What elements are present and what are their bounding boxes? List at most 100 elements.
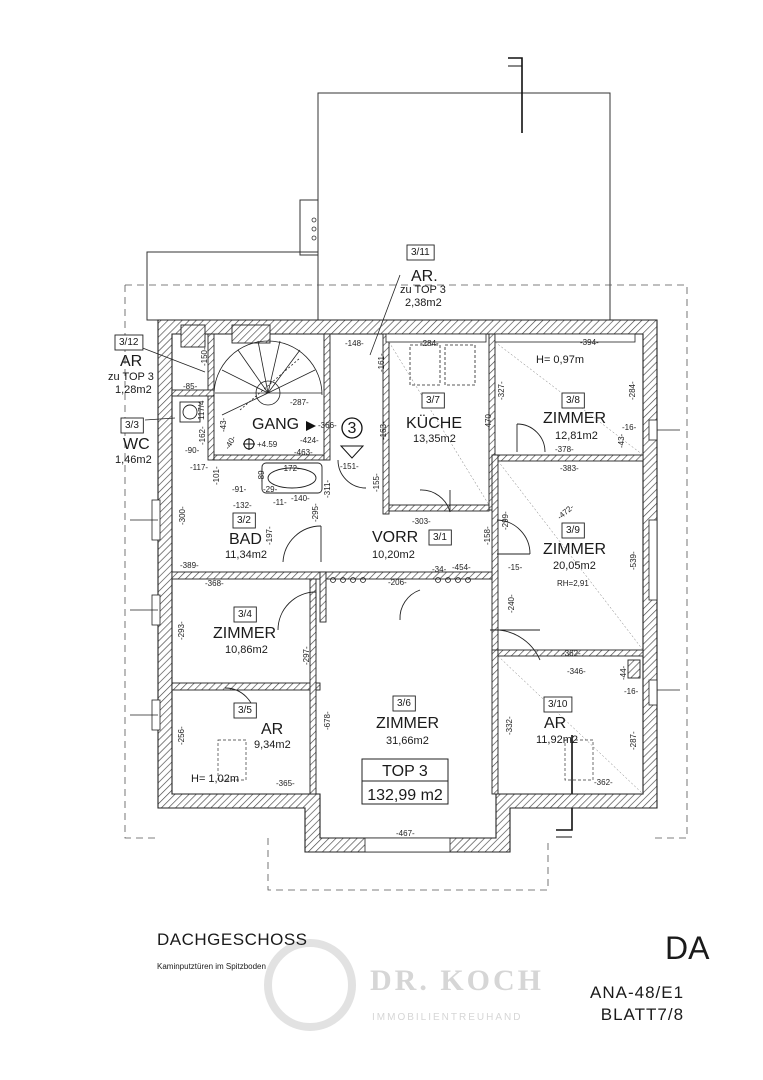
room-number-box — [561, 522, 585, 539]
dim-label: -161- — [377, 353, 386, 372]
room-number-box — [421, 392, 445, 409]
dim-label: -206- — [388, 578, 407, 587]
dim-label: -16- — [622, 423, 637, 432]
dim-label: -43- — [617, 433, 626, 448]
room-3-9-rh: RH=2,91 — [557, 579, 589, 588]
dim-label: -240- — [507, 594, 516, 613]
toilet — [179, 401, 201, 423]
dim-label: -148- — [345, 339, 364, 348]
dim-label: -44- — [619, 665, 628, 680]
sheet-number: BLATT7/8 — [600, 1005, 685, 1024]
dim-label: -287- — [290, 398, 309, 407]
room-3-3-number: 3/3 — [125, 420, 139, 431]
room-3-8-height: H= 0,97m — [536, 354, 584, 366]
dim-label: -389- — [180, 561, 199, 570]
room-3-7-name: KÜCHE — [406, 414, 462, 432]
room-number-box — [561, 392, 585, 409]
elevation-mark: +4.59 — [243, 438, 278, 450]
room-3-11-area: 2,38m2 — [405, 297, 442, 309]
dim-label: -362- — [562, 649, 581, 658]
room-3-4-area: 10,86m2 — [225, 644, 268, 656]
dim-label: -29- — [263, 485, 278, 494]
room-3-11-note: zu TOP 3 — [400, 284, 446, 296]
dim-label: -368- — [205, 579, 224, 588]
room-number-box — [543, 696, 573, 713]
room-3-5-area: 9,34m2 — [254, 739, 291, 751]
dim-label: -383- — [560, 464, 579, 473]
dim-label: -300- — [178, 506, 187, 525]
dim-label: -162- — [198, 426, 207, 445]
dim-label: -85- — [183, 382, 198, 391]
room-3-5-name: AR — [261, 721, 283, 738]
dim-label: -40- — [223, 434, 238, 451]
plan-number: ANA-48/E1 — [590, 983, 685, 1002]
dim-label: -140- — [291, 494, 310, 503]
dim-label: -293- — [177, 621, 186, 640]
room-3-9-name: ZIMMER — [543, 541, 606, 558]
floor-code: DA — [665, 930, 710, 966]
window-marks — [130, 429, 680, 716]
dim-label: -158- — [483, 526, 492, 545]
dim-label: -295- — [311, 503, 320, 522]
dim-label: -34- — [432, 565, 447, 574]
room-3-5-number: 3/5 — [238, 705, 252, 716]
chimneys — [180, 324, 641, 679]
svg-text:3: 3 — [348, 420, 357, 437]
room-3-5-height: H= 1,02m — [191, 773, 239, 785]
room-number-box — [120, 417, 144, 434]
room-3-12-area: 1,28m2 — [115, 384, 152, 396]
room-3-12-name: AR — [120, 353, 142, 370]
dim-label: -332- — [505, 716, 514, 735]
room-number-box — [232, 512, 256, 529]
room-3-6-number: 3/6 — [397, 698, 411, 709]
room-gang-name: GANG — [252, 416, 299, 433]
room-3-1-number: 3/1 — [433, 532, 447, 543]
storage-boxes — [217, 739, 594, 781]
dim-label: -197- — [265, 526, 274, 545]
dim-label: -467- — [396, 829, 415, 838]
svg-text:DR. KOCH: DR. KOCH — [370, 964, 544, 997]
room-3-6-area: 31,66m2 — [386, 735, 429, 747]
stair-marker: 3 — [306, 417, 365, 459]
dim-label: -678- — [323, 711, 332, 730]
room-3-8-number: 3/8 — [566, 395, 580, 406]
room-number-boxes — [114, 244, 585, 719]
dim-label: -101- — [212, 466, 221, 485]
room-3-10-name: AR — [544, 715, 566, 732]
room-3-6-name: ZIMMER — [376, 715, 439, 732]
dim-label: -117- — [190, 463, 208, 472]
svg-text:+4.59: +4.59 — [257, 440, 278, 449]
plan-code: ANA-48/E1 BLATT7/8 — [590, 982, 684, 1026]
dim-label: -394- — [580, 338, 599, 347]
room-3-11-name: AR. — [411, 268, 438, 285]
dim-label: -470- — [484, 411, 493, 430]
unit-area: 132,99 m2 — [367, 787, 443, 804]
roof-outline — [146, 92, 611, 321]
room-labels: 3/11 AR. zu TOP 3 2,38m2 3/12 AR zu TOP … — [108, 247, 606, 785]
dim-label: -303- — [412, 517, 431, 526]
dim-label: -365- — [276, 779, 295, 788]
dim-label: -16- — [624, 687, 639, 696]
watermark: DR. KOCH IMMOBILIENTREUHAND — [264, 939, 544, 1031]
room-3-10-area: 11,92m2 — [536, 734, 578, 746]
exterior-walls — [157, 319, 658, 853]
section-mark-bottom — [556, 735, 573, 838]
room-3-12-note: zu TOP 3 — [108, 371, 154, 383]
dim-label: -287- — [629, 731, 638, 750]
room-3-4-number: 3/4 — [238, 609, 252, 620]
room-number-box — [428, 529, 452, 546]
dim-label: -91- — [232, 485, 247, 494]
dim-label: 117/4 — [197, 400, 206, 420]
dim-label: -155- — [372, 473, 381, 492]
room-number-box — [233, 702, 257, 719]
kitchen-fixtures — [409, 344, 476, 386]
room-number-box — [406, 244, 435, 261]
room-3-12-number: 3/12 — [119, 337, 139, 348]
dim-label: -346- — [567, 667, 586, 676]
dim-label: -311- — [323, 480, 332, 498]
dim-label: -472- — [556, 502, 576, 521]
roof-vents — [311, 217, 317, 241]
dim-label: -163- — [379, 421, 388, 440]
dim-label: -172- — [281, 464, 300, 473]
